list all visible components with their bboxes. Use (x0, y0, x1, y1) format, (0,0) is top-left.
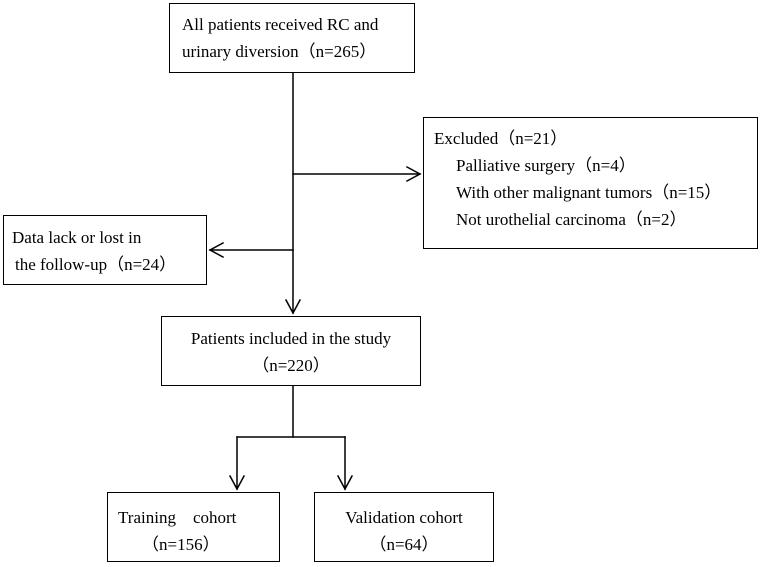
all-patients-line-2: urinary diversion（n=265） (182, 42, 377, 61)
training-cohort-box: Training cohort （n=156） (107, 492, 280, 562)
arrowhead-to-excluded (405, 165, 422, 183)
training-cohort-line-1: Training cohort (118, 508, 237, 527)
patients-included-line-1: Patients included in the study (190, 329, 392, 348)
patients-included-box: Patients included in the study （n=220） (161, 316, 421, 386)
excluded-box: Excluded（n=21） Palliative surgery（n=4） W… (423, 117, 758, 249)
arrowhead-to-data-lack (208, 241, 225, 259)
all-patients-box: All patients received RC and urinary div… (169, 3, 415, 73)
excluded-item-palliative: Palliative surgery（n=4） (456, 156, 636, 175)
validation-cohort-line-2: （n=64） (369, 535, 439, 554)
training-cohort-line-2: （n=156） (142, 535, 220, 554)
validation-cohort-box: Validation cohort （n=64） (314, 492, 494, 562)
excluded-heading: Excluded（n=21） (434, 129, 568, 148)
arrowhead-to-training (228, 474, 246, 491)
patients-included-line-2: （n=220） (252, 356, 330, 375)
data-lack-line-1: Data lack or lost in (12, 228, 142, 247)
arrowhead-to-included (284, 298, 302, 315)
all-patients-line-1: All patients received RC and (182, 15, 379, 34)
arrowhead-to-validation (336, 474, 354, 491)
excluded-item-not-urothelial: Not urothelial carcinoma（n=2） (456, 210, 687, 229)
validation-cohort-line-1: Validation cohort (345, 508, 463, 527)
excluded-item-other-tumors: With other malignant tumors（n=15） (456, 183, 722, 202)
data-lack-line-2: the follow-up（n=24） (15, 255, 177, 274)
data-lack-box: Data lack or lost in the follow-up（n=24） (3, 215, 207, 285)
